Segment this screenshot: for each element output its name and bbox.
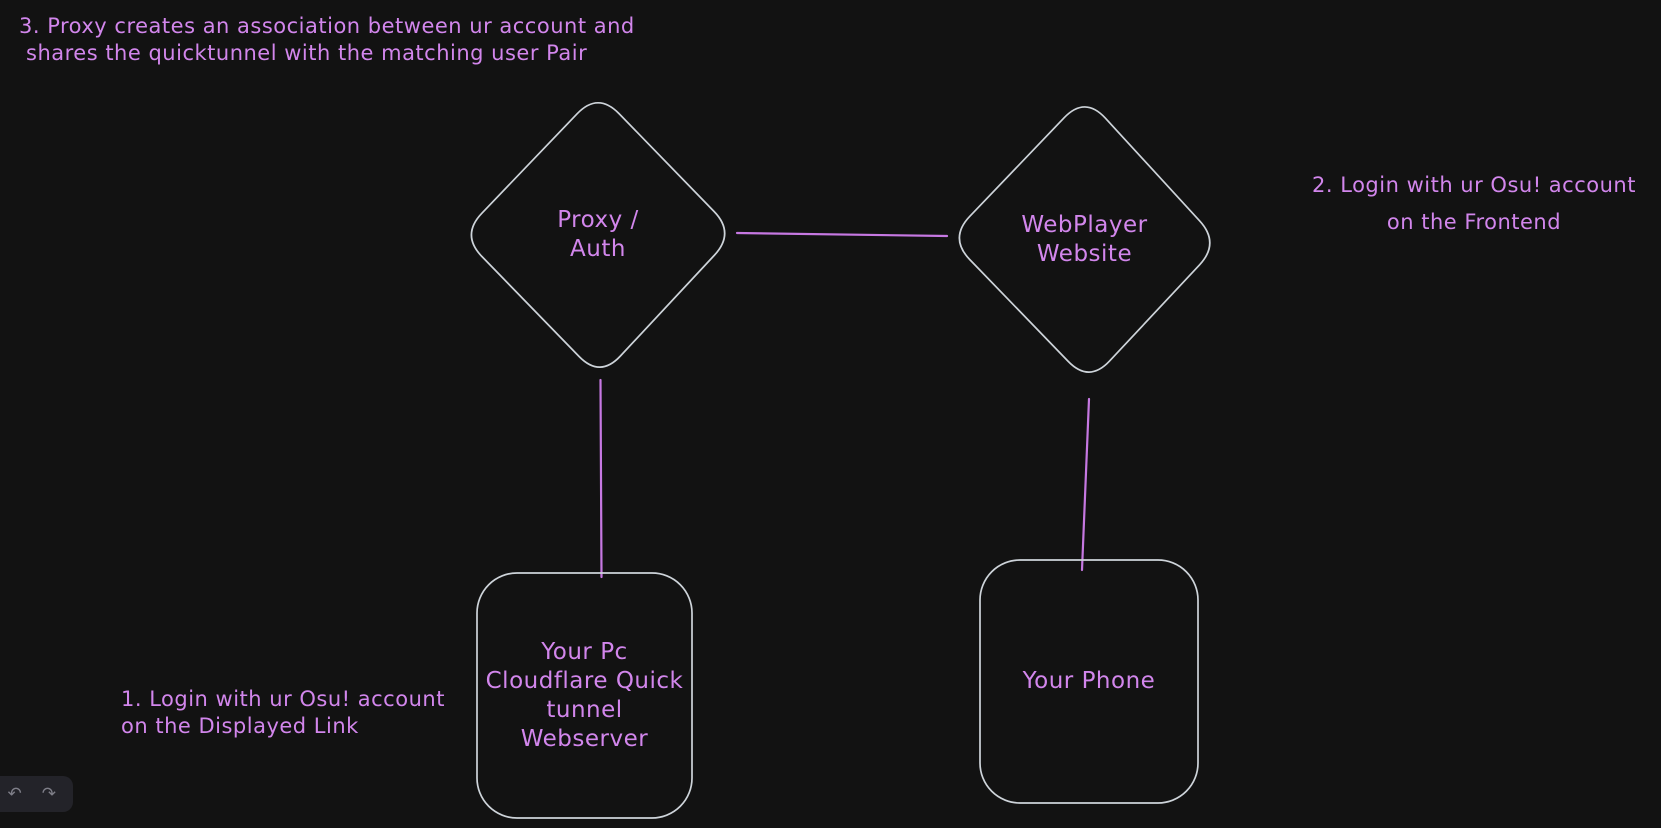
diamond-proxy-auth[interactable] (470, 101, 726, 368)
pc-line-3: tunnel (546, 696, 623, 723)
diamond-webplayer-website[interactable] (958, 106, 1211, 373)
undo-icon[interactable]: ↶ (4, 784, 26, 805)
annotation-step-2-line-1: 2. Login with ur Osu! account (1312, 173, 1636, 197)
annotation-step-2-line-2: on the Frontend (1386, 210, 1562, 234)
node-label-webplayer-website[interactable]: WebPlayer Website (949, 96, 1220, 383)
node-label-pc-tunnel-webserver[interactable]: Your Pc Cloudflare Quick tunnel Webserve… (477, 573, 692, 818)
redo-icon[interactable]: ↷ (38, 784, 60, 805)
proxy-auth-line-2: Auth (570, 236, 626, 262)
webplayer-line-1: WebPlayer (1021, 211, 1148, 238)
annotation-step-2[interactable]: 2. Login with ur Osu! account on the Fro… (1300, 167, 1648, 241)
annotation-step-1-line-1: 1. Login with ur Osu! account (121, 687, 445, 711)
rect-pc-tunnel-webserver[interactable] (476, 572, 693, 819)
phone-line-1: Your Phone (1022, 668, 1156, 694)
rect-your-phone[interactable] (979, 559, 1199, 804)
proxy-auth-line-1: Proxy / (557, 207, 639, 233)
webplayer-line-2: Website (1036, 240, 1133, 267)
pc-line-2: Cloudflare Quick (485, 667, 684, 694)
annotation-step-1-line-2: on the Displayed Link (121, 714, 359, 738)
node-label-your-phone[interactable]: Your Phone (980, 560, 1198, 803)
annotation-step-3-line-1: 3. Proxy creates an association between … (19, 14, 635, 38)
connector-webplayer-to-phone[interactable] (1080, 397, 1091, 572)
pc-line-1: Your Pc (541, 638, 628, 665)
connector-proxy-to-webplayer[interactable] (735, 231, 949, 238)
pc-line-4: Webserver (520, 725, 649, 752)
connector-proxy-to-pc[interactable] (599, 378, 603, 579)
annotation-step-3[interactable]: 3. Proxy creates an association between … (19, 13, 635, 67)
annotation-step-1[interactable]: 1. Login with ur Osu! account on the Dis… (121, 686, 445, 740)
history-toolbar: ↶ ↷ (0, 776, 73, 812)
node-label-proxy-auth[interactable]: Proxy / Auth (461, 92, 735, 378)
annotation-step-3-line-2: shares the quicktunnel with the matching… (26, 41, 588, 65)
